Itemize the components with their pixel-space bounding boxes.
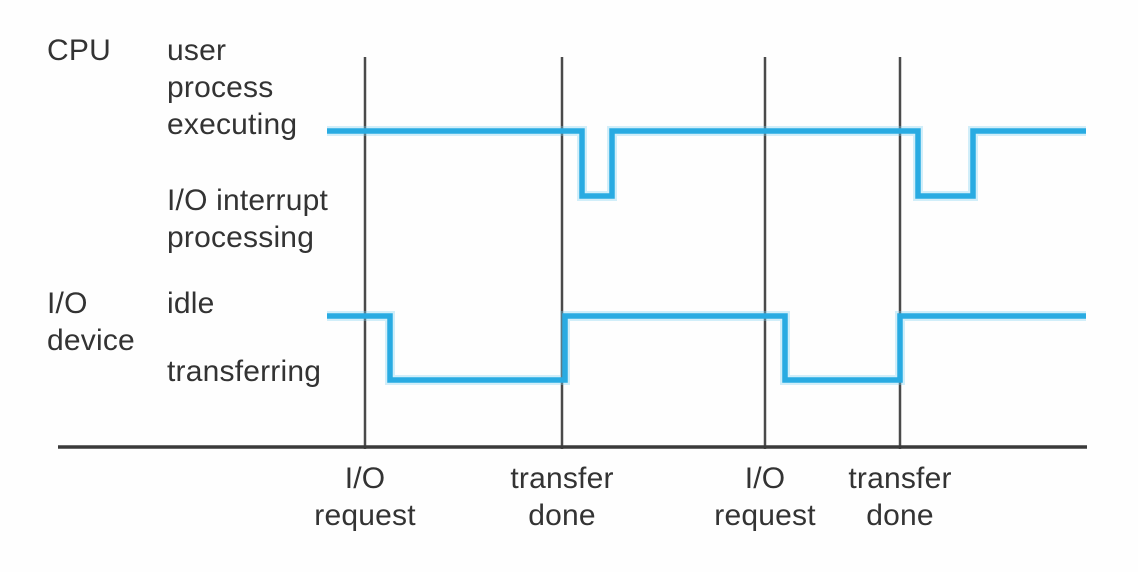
cpu-waveform xyxy=(327,128,1086,199)
event-label-transfer-done-2: transfer done xyxy=(848,462,952,532)
event-label-transfer-done-1: transfer done xyxy=(510,462,614,532)
cpu-state-executing-label: user process executing xyxy=(167,34,298,141)
io-state-transferring-label: transferring xyxy=(167,355,322,388)
event-label-io-request-2: I/O request xyxy=(714,462,816,532)
cpu-label: CPU xyxy=(47,34,111,67)
event-label-io-request-1: I/O request xyxy=(314,462,416,532)
cpu-state-interrupt-label: I/O interrupt processing xyxy=(167,184,328,254)
io-state-idle-label: idle xyxy=(167,287,215,320)
io-device-waveform xyxy=(327,313,1086,383)
io-device-waveform-glow xyxy=(327,311,1086,385)
io-device-label: I/O device xyxy=(47,287,135,357)
